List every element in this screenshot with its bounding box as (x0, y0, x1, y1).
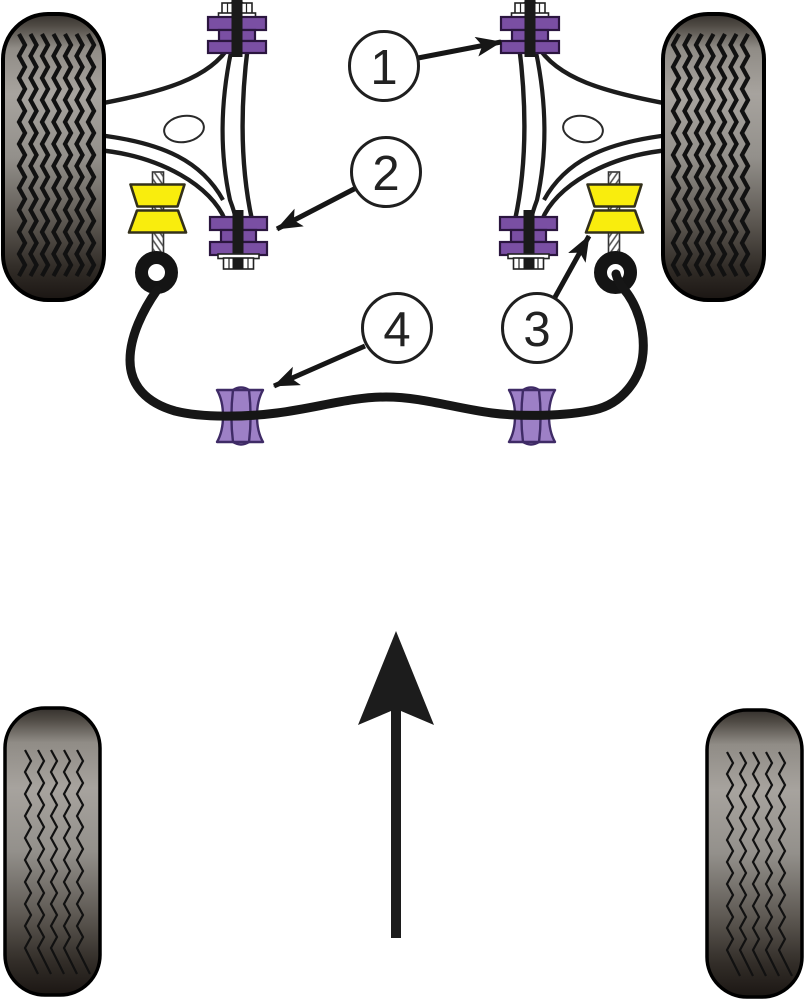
front-left-suspension (3, 0, 267, 300)
callout-3-circle (501, 292, 573, 364)
rear-right-tire (705, 708, 804, 999)
callout-1-arrow (417, 36, 502, 61)
direction-arrow (358, 631, 434, 938)
callout-4-circle (361, 292, 433, 364)
callout-4: 4 (272, 292, 433, 389)
callout-2-arrow (275, 185, 358, 232)
callout-2-number: 2 (372, 147, 399, 201)
callout-4-number: 4 (383, 303, 410, 357)
callout-2: 2 (275, 136, 422, 232)
anti-roll-bar (125, 269, 648, 421)
callout-3-number: 3 (523, 303, 550, 357)
callout-4-arrow (272, 343, 367, 389)
front-right-suspension (500, 0, 764, 300)
rear-left-tire (3, 706, 102, 997)
callout-1: 1 (348, 30, 502, 102)
callout-1-circle (348, 30, 420, 102)
callout-3: 3 (501, 234, 592, 364)
callout-1-number: 1 (370, 41, 397, 95)
callout-3-arrow (551, 234, 592, 301)
callout-2-circle (350, 136, 422, 208)
